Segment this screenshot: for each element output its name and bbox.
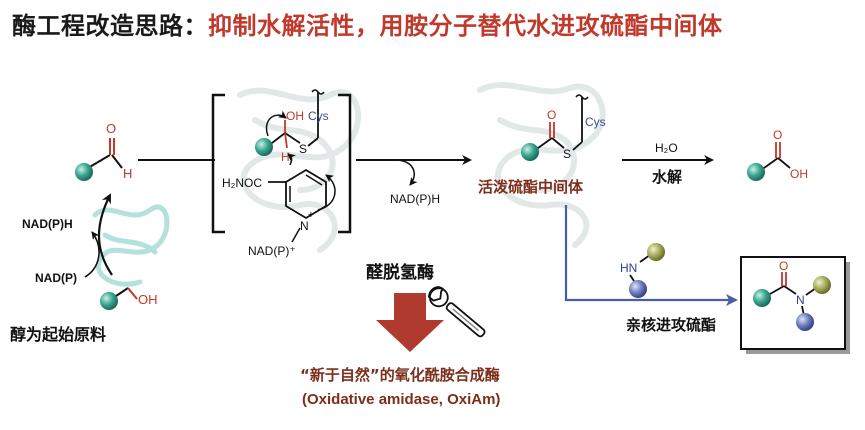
thioester-o: O <box>547 108 556 122</box>
aminolysis-arrow <box>564 205 738 306</box>
substrate-ball <box>521 143 539 161</box>
nadph-left-label: NAD(P)H <box>22 217 73 231</box>
nadph-mid-label: NAD(P)H <box>390 192 440 206</box>
electron-arrow-1 <box>265 110 287 137</box>
hydride-arrow <box>287 153 296 166</box>
substrate-ball <box>753 289 771 307</box>
cys-label: Cys <box>308 109 329 123</box>
thioester-cys: Cys <box>585 115 606 129</box>
amide-ball-blue <box>796 313 814 331</box>
amine-hn: HN <box>620 261 637 275</box>
carboxylic-acid: O OH <box>747 128 808 181</box>
acid-oh: OH <box>790 167 808 181</box>
hemithioacetal-intermediate: OH H S Cys <box>255 89 329 164</box>
plus-sign: + <box>308 210 314 221</box>
amine-ball-blue <box>629 280 647 298</box>
down-arrow-icon <box>376 293 444 352</box>
amide-ball-olive <box>813 276 831 294</box>
aldehyde-molecule: O H <box>75 121 132 181</box>
title-prefix: 酶工程改造思路： <box>12 12 208 40</box>
alcohol-oh: OH <box>138 292 158 307</box>
h2o-label: H₂O <box>655 141 678 155</box>
amine-ball-olive <box>647 243 665 261</box>
thioester-label: 活泼硫酯中间体 <box>478 178 584 196</box>
thioester-intermediate: O S Cys <box>521 94 606 161</box>
alcohol-start-label: 醇为起始原料 <box>10 325 106 344</box>
nadph-release-arrow <box>397 159 418 186</box>
hemi-h: H <box>281 150 290 164</box>
new-enzyme-label: “新于自然”的氧化酰胺合成酶 <box>300 366 500 384</box>
nucleophilic-label: 亲核进攻硫酯 <box>626 316 716 334</box>
acid-o: O <box>773 128 782 142</box>
bracket-right <box>338 93 352 234</box>
nadp-plus-label: NAD(P)⁺ <box>248 244 296 258</box>
nicotinamide-ring: H₂NOC N + NAD(P)⁺ <box>222 153 336 258</box>
nadp-left-label: NAD(P) <box>35 271 77 285</box>
electron-arrow-2 <box>317 174 336 211</box>
aldehyde-h: H <box>123 166 132 181</box>
n-plus-label: N <box>300 219 309 233</box>
amide-n: N <box>796 293 805 307</box>
amide-product-box: O N <box>740 256 850 354</box>
thioester-s: S <box>563 147 571 161</box>
protein-ribbon-icon <box>92 204 170 287</box>
wrench-icon <box>427 286 486 338</box>
hemi-s: S <box>299 142 307 156</box>
alcohol-molecule: OH <box>100 287 158 310</box>
substrate-ball <box>100 292 118 310</box>
amine-molecule: HN <box>620 243 665 298</box>
amide-o: O <box>779 259 788 273</box>
cofactor-arrow-left <box>84 231 100 278</box>
hemi-oh: OH <box>286 109 304 123</box>
substrate-ball <box>75 163 93 181</box>
enzyme-label: 醛脱氢酶 <box>366 262 434 283</box>
bracket-left <box>211 93 225 234</box>
substrate-ball <box>747 163 765 181</box>
substrate-ball <box>255 138 273 156</box>
title-highlight: 抑制水解活性，用胺分子替代水进攻硫酯中间体 <box>208 12 723 40</box>
aldehyde-o: O <box>106 121 116 136</box>
h2noc-label: H₂NOC <box>222 176 262 190</box>
page-title: 酶工程改造思路：抑制水解活性，用胺分子替代水进攻硫酯中间体 <box>12 6 723 41</box>
hydrolysis-label: 水解 <box>652 168 682 186</box>
new-enzyme-en-label: (Oxidative amidase, OxiAm) <box>302 391 500 408</box>
